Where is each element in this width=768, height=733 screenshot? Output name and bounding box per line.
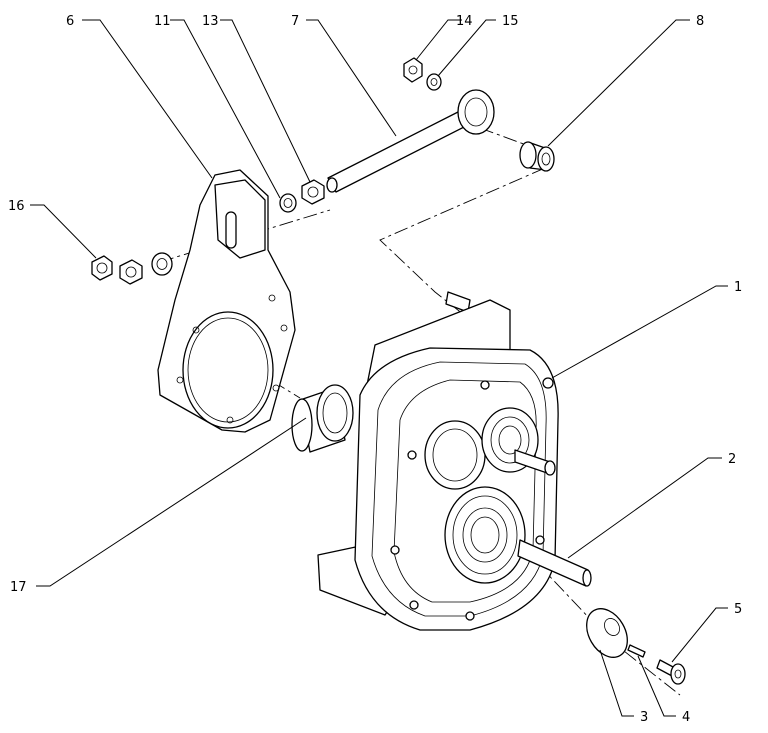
washer-11	[279, 193, 297, 213]
bushing-8	[519, 141, 555, 172]
sleeve-17	[291, 384, 354, 453]
callout-3: 3	[640, 710, 648, 725]
washer-15	[426, 73, 442, 91]
callout-11: 11	[154, 14, 171, 29]
gearbox-1	[317, 291, 559, 631]
callout-6: 6	[66, 14, 74, 29]
torque-arm-7	[326, 89, 495, 193]
nut-13	[301, 179, 325, 205]
callout-14: 14	[456, 14, 473, 29]
callout-7: 7	[291, 14, 299, 29]
callout-15: 15	[502, 14, 519, 29]
callout-8: 8	[696, 14, 704, 29]
bracket-6	[157, 169, 296, 433]
callout-16: 16	[8, 199, 25, 214]
end-plate-3	[586, 608, 628, 658]
callout-4: 4	[682, 710, 690, 725]
output-shaft-2	[517, 539, 592, 587]
washer-16	[151, 252, 173, 276]
nut-16	[91, 255, 113, 281]
callout-5: 5	[734, 602, 742, 617]
nut-16b	[119, 259, 143, 285]
callout-17: 17	[10, 580, 27, 595]
callout-numbers: 6 11 13 7 14 15 8 16 1 2 5 17 3 4	[8, 14, 742, 725]
pin-4	[627, 644, 646, 658]
callout-1: 1	[734, 280, 742, 295]
nut-14	[403, 57, 423, 83]
bolt-5	[656, 659, 686, 685]
callout-2: 2	[728, 452, 736, 467]
callout-13: 13	[202, 14, 219, 29]
leader-lines	[30, 19, 728, 717]
